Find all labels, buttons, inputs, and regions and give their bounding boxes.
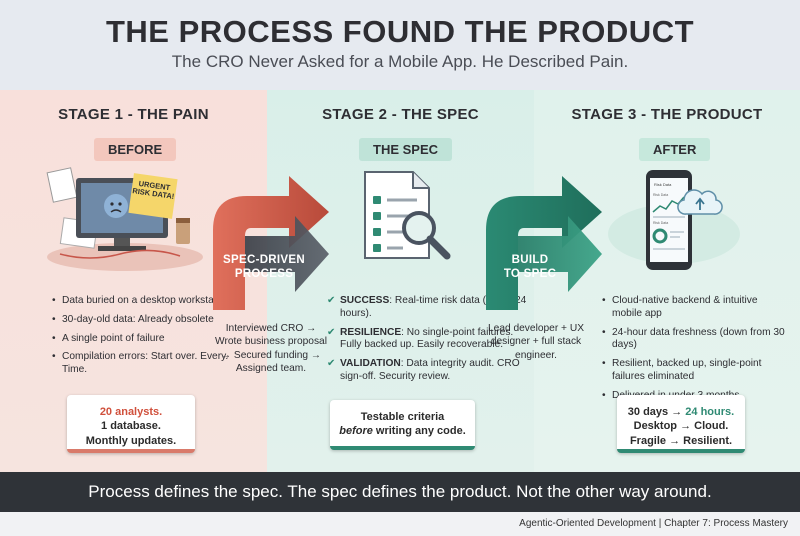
list-item: 24-hour data freshness (down from 30 day… xyxy=(602,327,787,353)
spec-text: : Real-time risk data (within 24 hours). xyxy=(340,295,527,319)
spec-label: VALIDATION xyxy=(340,358,401,369)
card-italic: before xyxy=(339,425,373,438)
footer-banner: Process defines the spec. The spec defin… xyxy=(0,472,800,512)
card-line: Fragile → Resilient. xyxy=(629,434,733,447)
stage-3-title: STAGE 3 - THE PRODUCT xyxy=(571,106,763,123)
build-to-spec-description: Lead developer + UX designer + full stac… xyxy=(487,323,584,361)
arrow-label-line: BUILD xyxy=(511,254,549,266)
stage-1-title: STAGE 1 - THE PAIN xyxy=(58,106,209,123)
phone-header-text: Risk Data xyxy=(654,182,672,187)
after-summary-card: 30 days → 24 hours. Desktop → Cloud. Fra… xyxy=(617,395,745,453)
list-item: SUCCESS: Real-time risk data (within 24 … xyxy=(327,295,527,321)
list-item: RESILIENCE: No single-point failures. Fu… xyxy=(327,327,527,353)
before-summary-card: 20 analysts. 1 database. Monthly updates… xyxy=(67,395,195,453)
list-item: Cloud-native backend & intuitive mobile … xyxy=(602,295,787,321)
spec-summary-card: Testable criteria before writing any cod… xyxy=(330,400,475,450)
list-item: Data buried on a desktop workstation xyxy=(52,295,237,308)
list-item: Compilation errors: Start over. Every. T… xyxy=(52,351,237,377)
card-line: before writing any code. xyxy=(330,424,475,438)
card-text: 30 days → xyxy=(627,406,686,418)
spec-driven-description: Interviewed CRO → Wrote business proposa… xyxy=(215,323,327,374)
stage-2-title: STAGE 2 - THE SPEC xyxy=(322,106,479,123)
after-badge: AFTER xyxy=(639,138,711,161)
card-line: 1 database. xyxy=(101,420,161,433)
build-to-spec-arrow xyxy=(486,176,602,310)
footnote: Agentic-Oriented Development | Chapter 7… xyxy=(0,512,800,536)
card-highlight: 24 hours. xyxy=(685,406,735,418)
header: THE PROCESS FOUND THE PRODUCT The CRO Ne… xyxy=(0,0,800,90)
arrow-label-line: TO SPEC xyxy=(503,268,557,281)
list-item: Resilient, backed up, single-point failu… xyxy=(602,358,787,384)
phone-row-text: Risk Data xyxy=(653,193,668,197)
spec-label: SUCCESS xyxy=(340,295,390,306)
arrow-label-line: SPEC-DRIVEN xyxy=(223,254,305,266)
arrow-label-line: PROCESS xyxy=(234,268,294,281)
build-to-spec-label: BUILD TO SPEC xyxy=(490,253,570,282)
page-title: THE PROCESS FOUND THE PRODUCT xyxy=(105,14,695,49)
after-bullets: Cloud-native backend & intuitive mobile … xyxy=(602,295,787,408)
spec-label: RESILIENCE xyxy=(340,326,402,338)
spec-badge: THE SPEC xyxy=(359,138,453,161)
card-line: Desktop → Cloud. xyxy=(633,420,729,433)
card-line: 20 analysts. xyxy=(99,406,163,418)
broken-computer-illustration xyxy=(46,167,203,271)
card-line: Monthly updates. xyxy=(85,434,177,447)
urgent-sticky-note: URGENT RISK DATA! xyxy=(128,173,178,219)
list-item: VALIDATION: Data integrity audit. CRO si… xyxy=(327,358,527,384)
before-badge: BEFORE xyxy=(94,138,177,161)
card-text: writing any code. xyxy=(372,425,466,438)
sticky-note-text: URGENT RISK DATA! xyxy=(131,178,175,202)
stage-3-panel: STAGE 3 - THE PRODUCT AFTER Risk Data Ri… xyxy=(534,90,800,472)
mobile-app-illustration: Risk Data Risk Data Risk Data xyxy=(608,170,740,270)
spec-text: : No single-point failures. Fully backed… xyxy=(340,326,514,351)
card-line: Testable criteria xyxy=(360,411,445,423)
spec-text: : Data integrity audit. CRO sign-off. Se… xyxy=(340,358,520,382)
page-subtitle: The CRO Never Asked for a Mobile App. He… xyxy=(171,52,629,71)
spec-driven-label: SPEC-DRIVEN PROCESS xyxy=(214,253,314,282)
list-item: 30-day-old data: Already obsolete xyxy=(52,314,237,327)
before-bullets: Data buried on a desktop workstation 30-… xyxy=(52,295,237,383)
spec-driven-arrow xyxy=(213,176,329,310)
spec-document-icon xyxy=(364,171,451,260)
card-line: 30 days → 24 hours. xyxy=(617,405,745,419)
list-item: A single point of failure xyxy=(52,333,237,346)
phone-row-text: Risk Data xyxy=(653,221,668,225)
spec-bullets: SUCCESS: Real-time risk data (within 24 … xyxy=(327,295,527,390)
